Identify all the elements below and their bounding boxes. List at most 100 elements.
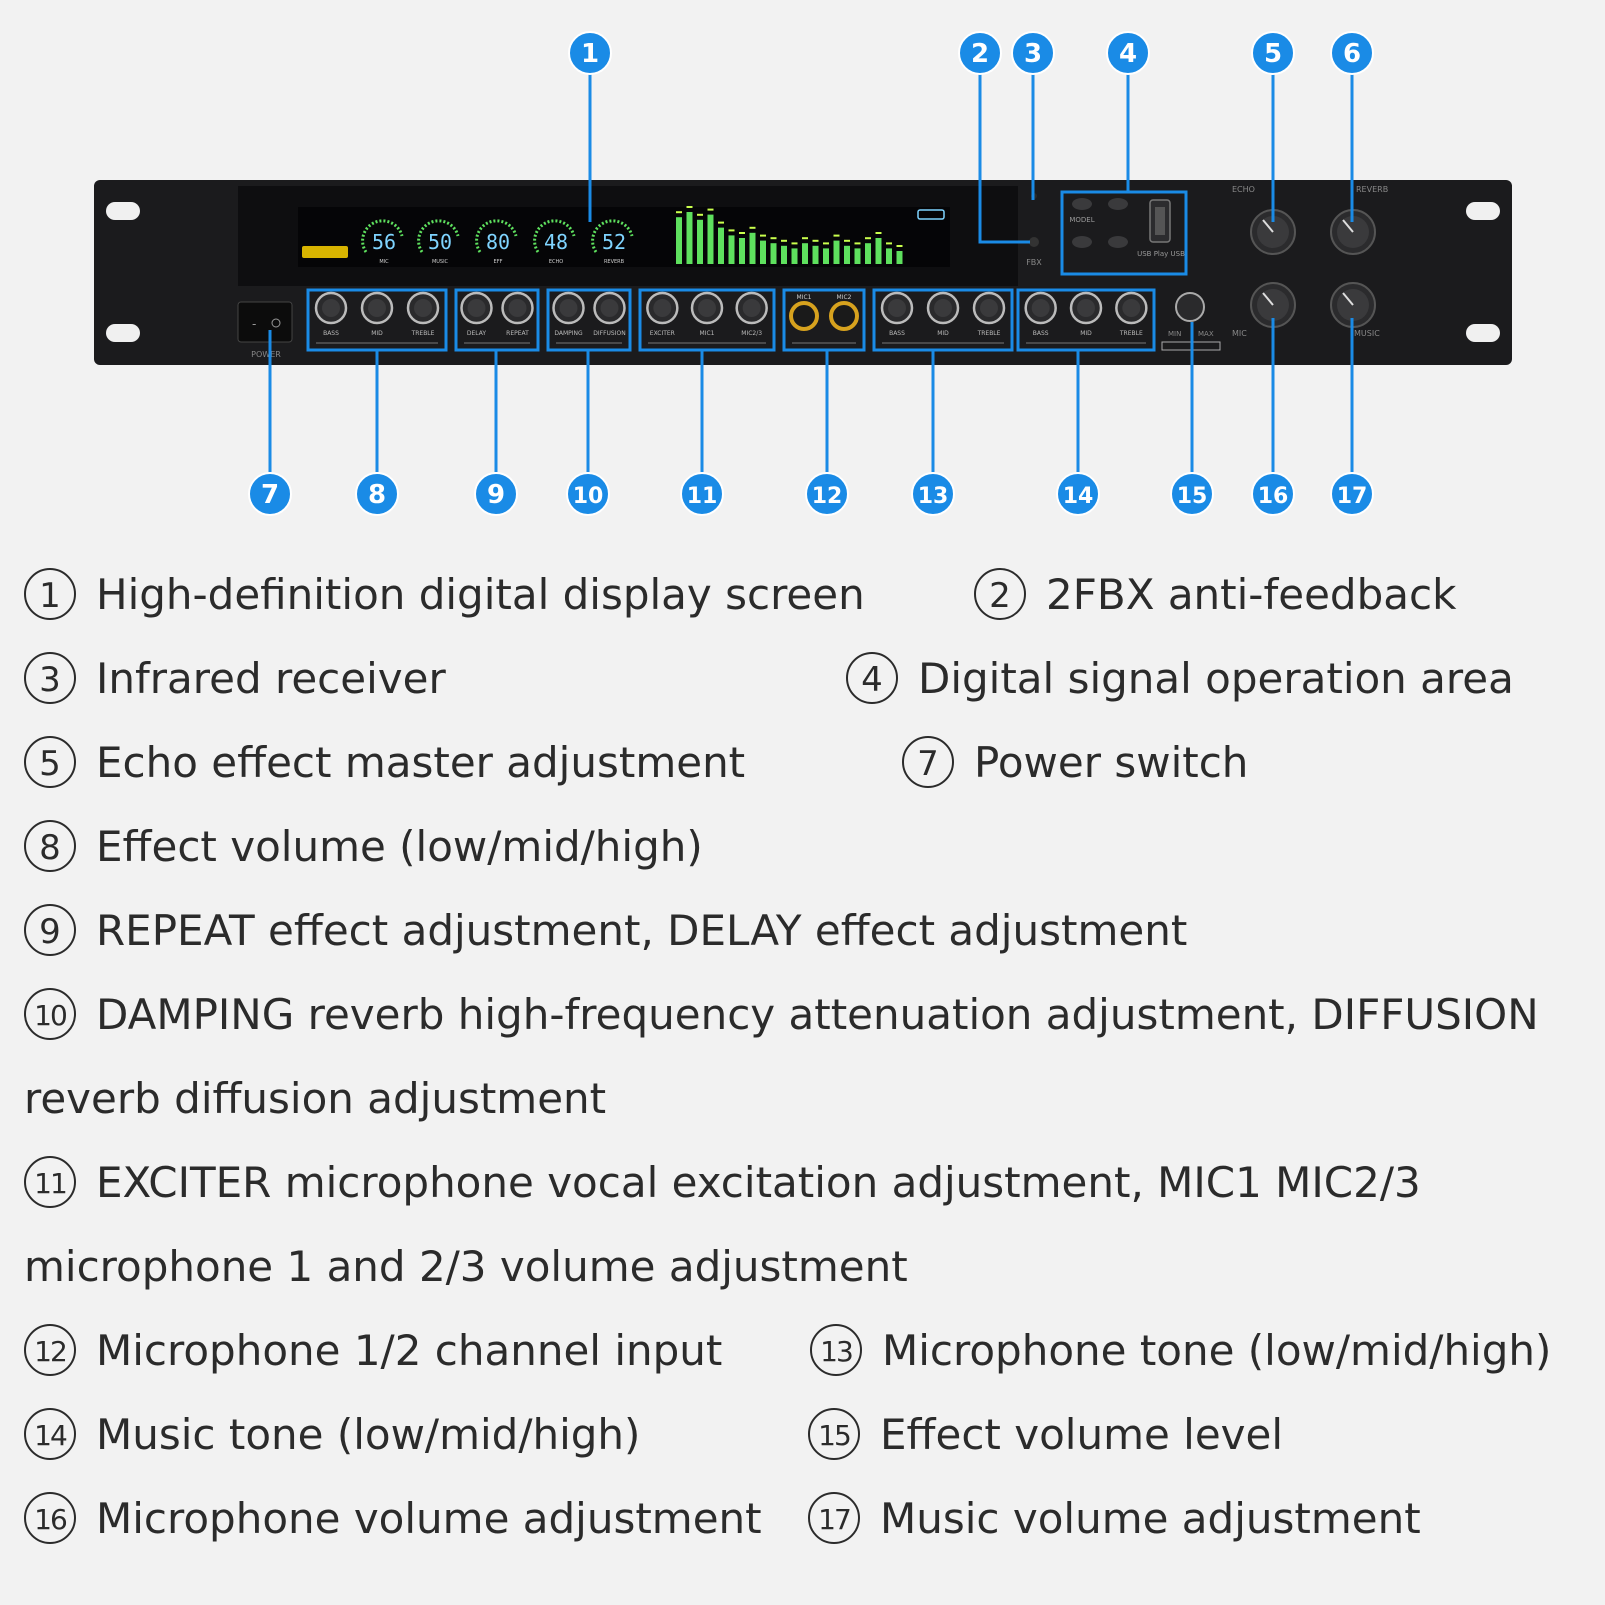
lcd-eq-bar bbox=[886, 248, 892, 264]
legend-label-10-cont: reverb diffusion adjustment bbox=[24, 1074, 607, 1123]
lcd-readout-label: MIC bbox=[379, 259, 389, 265]
rack-slot-tr bbox=[1466, 202, 1500, 220]
lcd-eq-peak bbox=[886, 242, 892, 245]
music-volume-knob[interactable] bbox=[1330, 282, 1376, 328]
callout-badge-16: 16 bbox=[1251, 472, 1295, 516]
callout-badge-circle bbox=[680, 472, 724, 516]
lcd-eq-bar bbox=[728, 235, 735, 264]
knob-cap bbox=[1031, 299, 1050, 317]
lcd-eq-bar bbox=[833, 240, 840, 264]
callout-badge-circle bbox=[1330, 31, 1374, 75]
display-screen bbox=[298, 207, 950, 267]
callout-badge-circle bbox=[1106, 31, 1150, 75]
legend-number-4: 4 bbox=[846, 651, 898, 704]
fbx-button[interactable] bbox=[1029, 237, 1039, 247]
lcd-eq-peak bbox=[781, 239, 787, 242]
model-button[interactable] bbox=[1072, 198, 1092, 210]
mic-jack-label: MIC2 bbox=[837, 294, 852, 301]
legend-label-3: Infrared receiver bbox=[96, 654, 446, 703]
lcd-eq-peak bbox=[760, 234, 766, 237]
mic-jack[interactable] bbox=[789, 301, 819, 331]
reverb-master-knob[interactable] bbox=[1330, 209, 1376, 255]
lcd-eq-bar bbox=[770, 243, 777, 264]
knob-label: EXCITER bbox=[650, 330, 675, 337]
knob-cap bbox=[600, 299, 619, 317]
lcd-eq-bar bbox=[896, 251, 903, 264]
power-switch[interactable] bbox=[237, 301, 293, 343]
legend-item-10-cont: reverb diffusion adjustment bbox=[24, 1074, 606, 1124]
lcd-eq-bar bbox=[749, 232, 756, 264]
lcd-eq-peak bbox=[728, 229, 735, 232]
power-label: POWER bbox=[251, 350, 281, 359]
lcd-eq-bar bbox=[791, 248, 798, 264]
callout-badge-circle bbox=[1056, 472, 1100, 516]
lcd-eq-peak bbox=[865, 237, 871, 240]
callout-badge-number: 9 bbox=[487, 480, 505, 510]
knob-cap bbox=[653, 299, 672, 317]
next-button[interactable] bbox=[1072, 236, 1092, 248]
effect-level-knob[interactable] bbox=[1175, 292, 1205, 322]
big-knobs bbox=[1250, 209, 1376, 328]
callout-badge-circle bbox=[474, 472, 518, 516]
lcd-eq-bar bbox=[739, 238, 745, 264]
legend-number-14: 14 bbox=[24, 1407, 76, 1460]
reverb-label: REVERB bbox=[1356, 185, 1388, 194]
legend-label-9: REPEAT effect adjustment, DELAY effect a… bbox=[96, 906, 1188, 955]
callout-badge-number: 15 bbox=[1177, 484, 1208, 509]
callout-badge-number: 2 bbox=[971, 39, 989, 69]
legend-number-8: 8 bbox=[24, 819, 76, 872]
lcd-eq-peak bbox=[812, 239, 819, 242]
callout-badge-number: 6 bbox=[1343, 39, 1361, 69]
lcd-readout-value: 80 bbox=[486, 230, 510, 254]
lcd-readout-label: ECHO bbox=[549, 259, 563, 265]
legend-number-13: 13 bbox=[810, 1323, 862, 1376]
knob-cap bbox=[934, 299, 952, 317]
callout-badge-circle bbox=[355, 472, 399, 516]
music-label: MUSIC bbox=[1354, 329, 1380, 338]
callout-badge-4: 4 bbox=[1106, 31, 1150, 75]
knob-cap bbox=[559, 299, 578, 317]
lcd-eq-peak bbox=[844, 239, 850, 242]
lcd-eq-peak bbox=[791, 242, 798, 245]
mic-volume-knob[interactable] bbox=[1250, 282, 1296, 328]
callout-badge-11: 11 bbox=[680, 472, 724, 516]
prev-button[interactable] bbox=[1108, 236, 1128, 248]
lcd-gauge-arc bbox=[361, 219, 404, 253]
legend-label-16: Microphone volume adjustment bbox=[96, 1494, 762, 1543]
callout-badge-3: 3 bbox=[1011, 31, 1055, 75]
callout-badge-14: 14 bbox=[1056, 472, 1100, 516]
knob-cap bbox=[980, 299, 998, 317]
knob-label: MID bbox=[371, 330, 383, 337]
legend-number-10: 10 bbox=[24, 987, 76, 1040]
callout-badge-circle bbox=[1251, 472, 1295, 516]
legend-label-15: Effect volume level bbox=[880, 1410, 1284, 1459]
callout-badge-7: 7 bbox=[248, 472, 292, 516]
callout-badge-13: 13 bbox=[911, 472, 955, 516]
mic-jack[interactable] bbox=[829, 301, 859, 331]
legend-label-13: Microphone tone (low/mid/high) bbox=[882, 1326, 1552, 1375]
mic-input-group-outline bbox=[782, 288, 866, 352]
legend-label-2: 2FBX anti-feedback bbox=[1046, 570, 1457, 619]
legend-number-1: 1 bbox=[24, 567, 76, 620]
play-pause-button[interactable] bbox=[1108, 198, 1128, 210]
mic-tone-group-outline bbox=[872, 288, 1014, 352]
callout-badge-number: 10 bbox=[573, 484, 604, 509]
callout-badge-number: 1 bbox=[581, 39, 599, 69]
lcd-eq-peak bbox=[697, 213, 703, 216]
power-switch-mark-on bbox=[271, 318, 281, 328]
legend-number-7: 7 bbox=[902, 735, 954, 788]
knob-cap bbox=[698, 299, 716, 317]
lcd-eq-bars bbox=[676, 206, 903, 264]
knob-label: DIFFUSION bbox=[593, 330, 625, 337]
lcd-eq-peak bbox=[823, 242, 829, 245]
music-volume-knob-indicator bbox=[1342, 292, 1354, 306]
